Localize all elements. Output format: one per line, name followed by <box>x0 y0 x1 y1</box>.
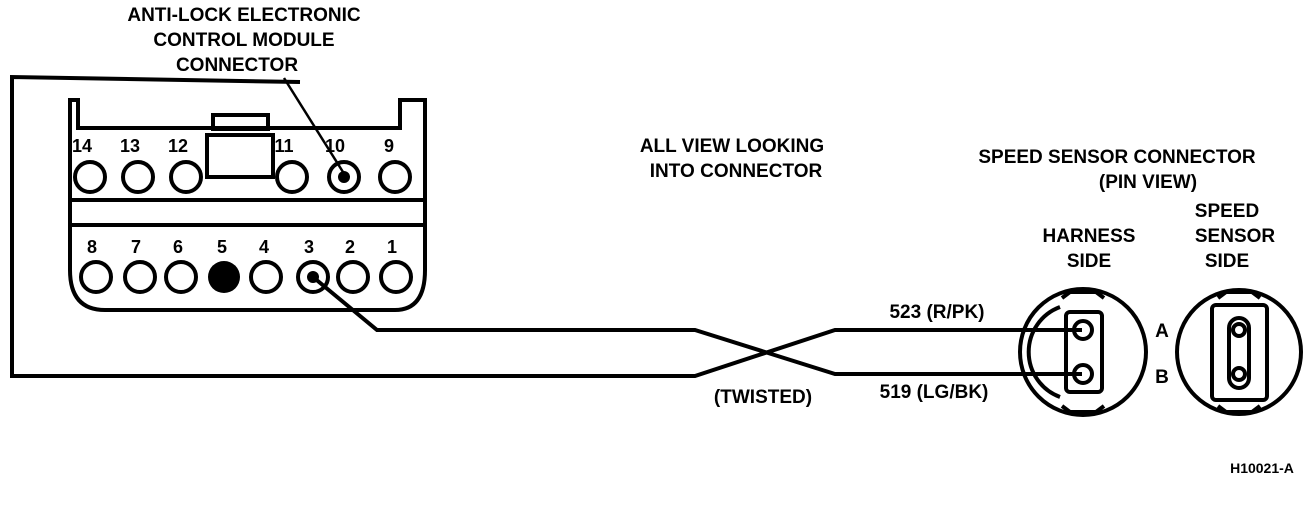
module-pin-6 <box>164 260 198 294</box>
sensor-side-label-2: SENSOR <box>1195 226 1276 247</box>
sensor-side-label-1: SPEED <box>1195 201 1259 222</box>
twisted-label: (TWISTED) <box>714 387 812 408</box>
harness-tab-bottom <box>1060 404 1106 414</box>
harness-side-label-2: SIDE <box>1067 251 1111 272</box>
module-pin-5-filled <box>208 261 240 293</box>
sensor-side-label-3: SIDE <box>1205 251 1249 272</box>
sensor-tab-bottom <box>1216 404 1262 414</box>
sensor-side-connector <box>1175 288 1303 416</box>
harness-pin-a <box>1072 319 1094 341</box>
module-pin-11 <box>275 160 309 194</box>
pin-label-9: 9 <box>384 136 394 156</box>
module-pin-10-dot <box>338 171 350 183</box>
harness-side-label-1: HARNESS <box>1043 226 1136 247</box>
harness-tab-top <box>1060 290 1106 300</box>
pin-label-2: 2 <box>345 237 355 257</box>
sensor-pin-b <box>1231 366 1247 382</box>
module-connector-leader <box>282 77 345 173</box>
speed-sensor-connector-title-2: (PIN VIEW) <box>1099 172 1197 193</box>
module-connector-title-line-1: ANTI-LOCK ELECTRONIC <box>127 5 361 26</box>
harness-pin-b <box>1072 363 1094 385</box>
pin-label-6: 6 <box>173 237 183 257</box>
module-pin-2 <box>336 260 370 294</box>
view-note-line-1: ALL VIEW LOOKING <box>640 136 824 157</box>
module-pin-7 <box>123 260 157 294</box>
sensor-tab-top <box>1216 290 1262 300</box>
pin-label-8: 8 <box>87 237 97 257</box>
module-pin-8 <box>79 260 113 294</box>
pin-label-7: 7 <box>131 237 141 257</box>
module-pin-12 <box>169 160 203 194</box>
wire-from-pin-3 <box>311 275 1082 376</box>
wire-pin-3-stub <box>312 276 378 331</box>
pin-label-11: 11 <box>274 136 293 156</box>
module-pin-13 <box>121 160 155 194</box>
pin-b-label: B <box>1155 367 1169 388</box>
wire-from-pin-10 <box>10 74 1082 378</box>
module-pin-3 <box>296 260 330 294</box>
pin-label-4: 4 <box>259 237 269 257</box>
pin-label-5: 5 <box>217 237 227 257</box>
module-pin-10 <box>327 160 361 194</box>
module-connector-body <box>68 98 427 312</box>
module-pin-14 <box>73 160 107 194</box>
module-pin-4 <box>249 260 283 294</box>
pin-label-1: 1 <box>387 237 397 257</box>
sensor-pin-a <box>1231 322 1247 338</box>
module-connector-latch <box>211 113 270 131</box>
module-connector-key <box>205 133 275 179</box>
module-pin-9 <box>378 160 412 194</box>
view-note-line-2: INTO CONNECTOR <box>650 161 823 182</box>
speed-sensor-connector-title-1: SPEED SENSOR CONNECTOR <box>978 147 1256 168</box>
figure-id: H10021-A <box>1230 460 1294 476</box>
harness-side-inner-arc <box>1026 305 1061 399</box>
module-pin-1 <box>379 260 413 294</box>
wire-b-label: 519 (LG/BK) <box>880 382 989 403</box>
harness-side-connector <box>1018 287 1148 417</box>
pin-label-14: 14 <box>72 136 92 156</box>
module-connector-title-line-3: CONNECTOR <box>176 55 298 76</box>
pin-label-3: 3 <box>304 237 314 257</box>
pin-a-label: A <box>1155 321 1169 342</box>
sensor-side-pin-housing <box>1210 303 1269 402</box>
module-connector-title-line-2: CONTROL MODULE <box>153 30 334 51</box>
pin-label-13: 13 <box>120 136 140 156</box>
harness-side-pin-housing <box>1064 310 1104 394</box>
wire-a-label: 523 (R/PK) <box>889 302 984 323</box>
pin-label-12: 12 <box>168 136 188 156</box>
sensor-side-pin-slot <box>1227 316 1251 390</box>
